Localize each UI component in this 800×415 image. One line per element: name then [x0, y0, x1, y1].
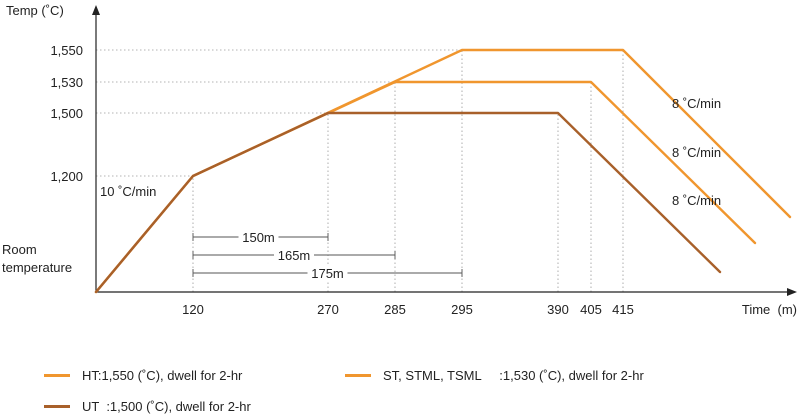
y-tick-label-line: temperature	[2, 260, 72, 275]
series-line	[94, 48, 792, 294]
duration-label-bg	[238, 228, 279, 244]
duration-label: 175m	[311, 266, 344, 281]
duration-label: 150m	[242, 230, 275, 245]
x-tick-label: 120	[182, 302, 204, 317]
x-tick-label: 390	[547, 302, 569, 317]
legend-swatch-st	[345, 374, 371, 377]
x-axis-title: Time (m)	[742, 302, 797, 317]
axes: Temp (˚C) Time (m)	[6, 3, 797, 317]
y-tick-label: 1,530	[50, 75, 83, 90]
x-tick-label: 270	[317, 302, 339, 317]
y-tick-label: 1,550	[50, 43, 83, 58]
duration-label-bg	[307, 264, 348, 280]
y-tick-label: Room temperature	[2, 242, 72, 275]
x-tick-label: 415	[612, 302, 634, 317]
x-tick-label: 405	[580, 302, 602, 317]
legend-item-ut: UT :1,500 (˚C), dwell for 2-hr	[44, 399, 251, 414]
y-tick-label: 1,500	[50, 106, 83, 121]
legend-swatch-ut	[44, 405, 70, 408]
legend-swatch-ht	[44, 374, 70, 377]
duration-label: 165m	[278, 248, 311, 263]
x-tick-label: 285	[384, 302, 406, 317]
duration-label-bg	[274, 246, 314, 262]
series-line	[94, 111, 722, 294]
y-tick-label: 1,200	[50, 169, 83, 184]
rate-annotation: 8 ˚C/min	[672, 145, 721, 160]
x-axis-arrow-icon	[787, 288, 797, 296]
legend-label-st: ST, STML, TSML :1,530 (˚C), dwell for 2-…	[383, 368, 644, 383]
legend-label-ut: UT :1,500 (˚C), dwell for 2-hr	[82, 399, 251, 414]
legend-item-st: ST, STML, TSML :1,530 (˚C), dwell for 2-…	[345, 368, 644, 383]
y-tick-label-line: Room	[2, 242, 37, 257]
rate-annotation: 8 ˚C/min	[672, 193, 721, 208]
legend-label-ht: HT:1,550 (˚C), dwell for 2-hr	[82, 368, 243, 383]
reference-lines	[96, 49, 624, 292]
series-lines	[94, 48, 792, 294]
rate-annotations: 10 ˚C/min 8 ˚C/min 8 ˚C/min 8 ˚C/min	[100, 96, 721, 208]
rate-annotation: 10 ˚C/min	[100, 184, 156, 199]
y-axis-title: Temp (˚C)	[6, 3, 64, 18]
legend-item-ht: HT:1,550 (˚C), dwell for 2-hr	[44, 368, 242, 383]
x-tick-label: 295	[451, 302, 473, 317]
y-axis-arrow-icon	[92, 5, 100, 15]
rate-annotation: 8 ˚C/min	[672, 96, 721, 111]
